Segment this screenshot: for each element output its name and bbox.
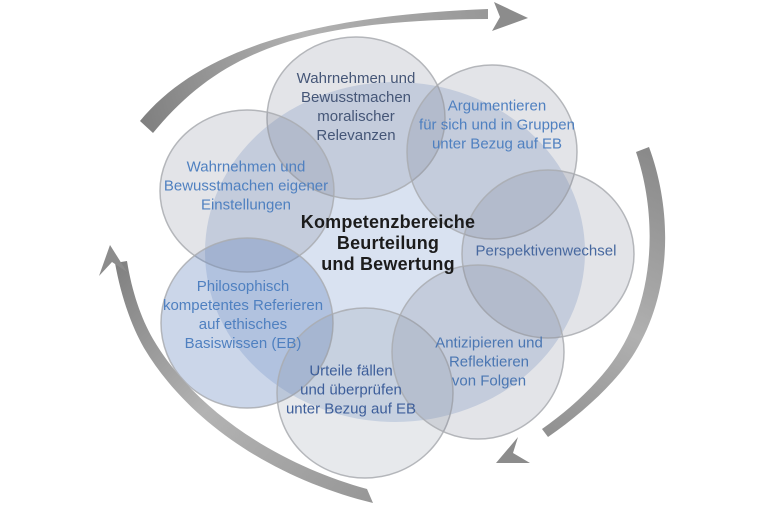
label-line: Argumentieren: [447, 97, 547, 115]
circle-perspektivenwechsel: [461, 169, 635, 339]
center-circle: [205, 82, 585, 422]
label-line: auf ethisches: [198, 316, 288, 333]
label-line: von Folgen: [451, 372, 527, 390]
label-line: moralischer: [317, 108, 395, 125]
label-line: kompetentes Referieren: [162, 297, 324, 315]
circle-antizipieren-folgen: [391, 264, 565, 440]
circle-eigene-einstellungen: [159, 109, 335, 273]
title-line: und Bewertung: [321, 254, 455, 275]
circle-moralische-relevanzen: [266, 36, 446, 200]
label-line: für sich und in Gruppen: [419, 116, 575, 134]
title-line: Kompetenzbereiche: [300, 212, 476, 233]
label-eigene-einstellungen: Wahrnehmen und Bewusstmachen eigener Ein…: [164, 159, 328, 216]
label-line: und überprüfen: [300, 381, 402, 399]
label-line: Philosophisch: [196, 278, 290, 296]
label-line: Relevanzen: [316, 126, 396, 144]
label-line: Antizipieren und: [435, 334, 543, 352]
circle-philosophisch-referieren: [160, 237, 334, 409]
circle-urteile-faellen: [276, 307, 454, 479]
label-moralische-relevanzen: Wahrnehmen und Bewusstmachen moralischer…: [297, 70, 416, 146]
label-line: unter Bezug auf EB: [431, 135, 563, 153]
arrow-right-head-icon: [496, 437, 530, 463]
label-line: Urteile fällen: [309, 362, 393, 380]
label-line: Perspektivenwechsel: [475, 242, 617, 260]
label-line: Reflektieren: [448, 353, 530, 371]
label-urteile-faellen: Urteile fällen und überprüfen unter Bezu…: [286, 363, 416, 420]
label-line: Bewusstmachen eigener: [163, 177, 329, 195]
diagram-title: Kompetenzbereiche Beurteilung und Bewert…: [301, 212, 475, 276]
label-perspektivenwechsel: Perspektivenwechsel: [476, 243, 617, 262]
label-philosophisch-referieren: Philosophisch kompetentes Referieren auf…: [163, 278, 323, 354]
circle-argumentieren: [406, 64, 578, 240]
label-line: Wahrnehmen und: [186, 158, 306, 176]
label-line: Bewusstmachen: [300, 89, 412, 107]
arrow-left-head-icon: [99, 245, 127, 276]
label-line: Wahrnehmen und: [296, 70, 416, 88]
label-antizipieren-folgen: Antizipieren und Reflektieren von Folgen: [435, 335, 543, 392]
label-argumentieren: Argumentieren für sich und in Gruppen un…: [419, 98, 575, 155]
arrow-right-body: [542, 147, 666, 437]
label-line: Einstellungen: [200, 196, 292, 214]
label-line: Basiswissen (EB): [184, 334, 302, 352]
label-line: unter Bezug auf EB: [285, 400, 417, 418]
title-line: Beurteilung: [336, 233, 440, 254]
arrow-top-head-icon: [492, 2, 528, 31]
arrow-top-body: [140, 9, 488, 133]
